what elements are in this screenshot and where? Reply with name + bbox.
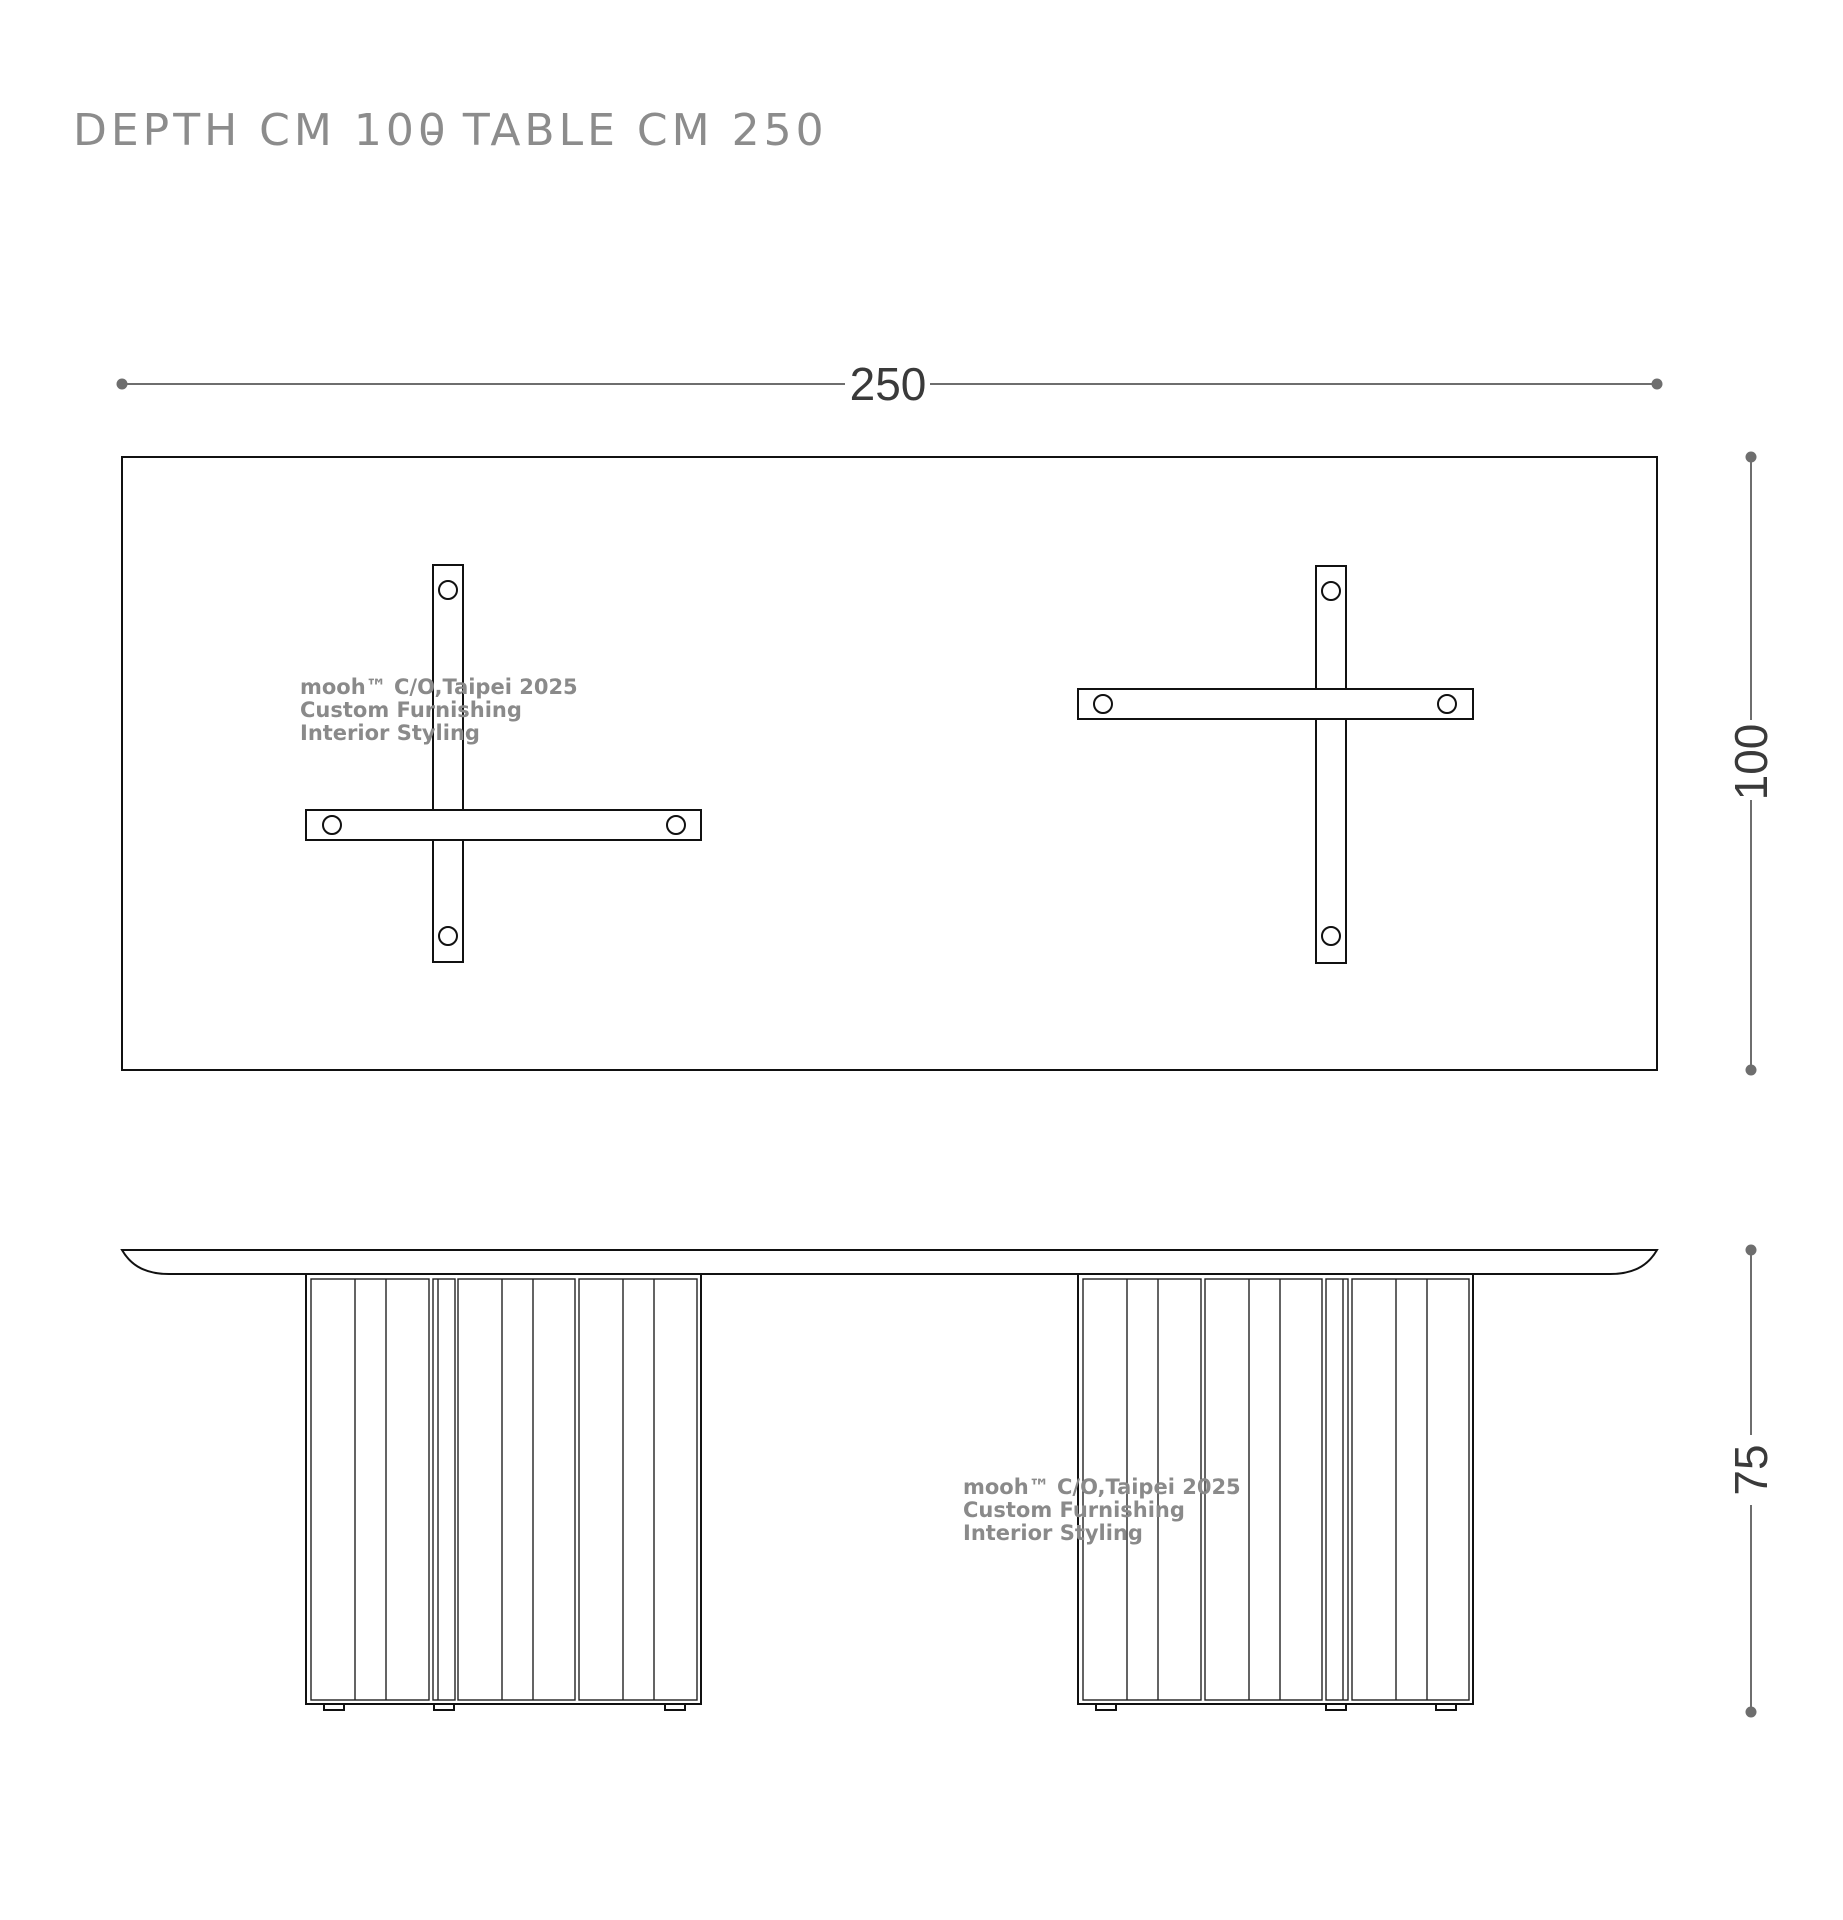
- watermark-plan: mooh™ C/O,Taipei 2025 Custom Furnishing …: [300, 675, 578, 745]
- depth-dimension: 100: [1725, 451, 1777, 1076]
- right-pedestal: [1077, 1273, 1474, 1711]
- elevation-view: mooh™ C/O,Taipei 2025 Custom Furnishing …: [120, 1249, 1659, 1711]
- title-depth: DEPTH CM 100: [73, 105, 450, 156]
- left-cross-base: [305, 564, 702, 963]
- svg-text:mooh™ C/O,Taipei 2025: mooh™ C/O,Taipei 2025: [963, 1475, 1241, 1499]
- svg-text:Interior Styling: Interior Styling: [963, 1521, 1143, 1545]
- svg-text:Custom Furnishing: Custom Furnishing: [300, 698, 522, 722]
- watermark-elevation: mooh™ C/O,Taipei 2025 Custom Furnishing …: [963, 1475, 1241, 1545]
- tabletop-profile: [120, 1249, 1659, 1275]
- width-dimension: 250: [116, 358, 1663, 410]
- width-label: 250: [850, 358, 927, 410]
- right-cross-base: [1077, 565, 1474, 964]
- depth-label: 100: [1725, 724, 1777, 801]
- plan-view: mooh™ C/O,Taipei 2025 Custom Furnishing …: [121, 456, 1658, 1071]
- height-label: 75: [1725, 1444, 1777, 1495]
- svg-text:Interior Styling: Interior Styling: [300, 721, 480, 745]
- left-pedestal: [305, 1273, 702, 1711]
- title-table: - TABLE CM 250: [425, 105, 828, 156]
- svg-text:mooh™ C/O,Taipei 2025: mooh™ C/O,Taipei 2025: [300, 675, 578, 699]
- tabletop-outline: [121, 456, 1658, 1071]
- height-dimension: 75: [1725, 1244, 1777, 1718]
- svg-text:Custom Furnishing: Custom Furnishing: [963, 1498, 1185, 1522]
